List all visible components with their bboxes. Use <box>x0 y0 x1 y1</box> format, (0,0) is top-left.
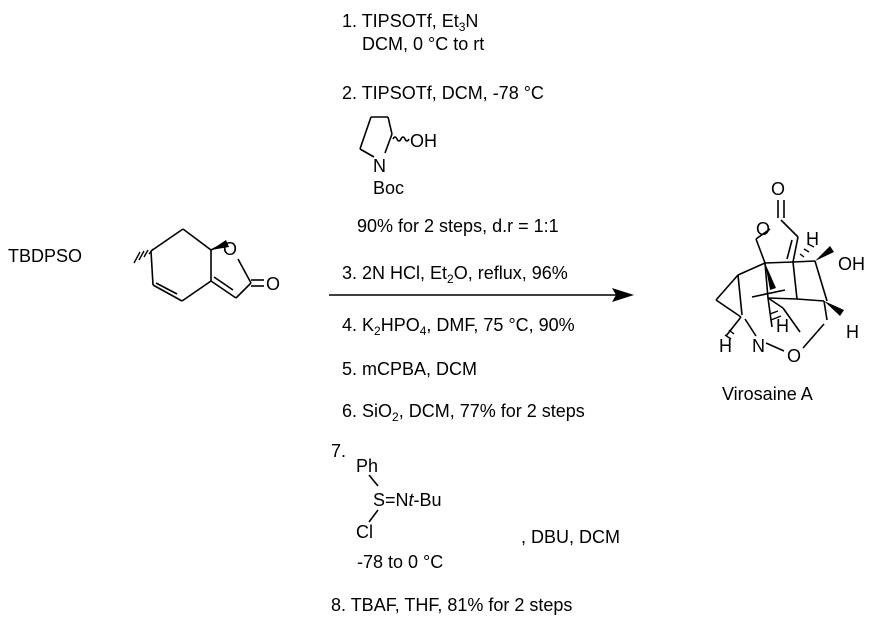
lactone-carbonyl-o: O <box>266 274 280 294</box>
step-6-conditions: 6. SiO2, DCM, 77% for 2 steps <box>342 401 585 424</box>
step-2-yield: 90% for 2 steps, d.r = 1:1 <box>357 216 559 236</box>
reagent-ph: Ph <box>356 456 378 476</box>
product-n: N <box>752 336 765 356</box>
step-2-reagents: 2. TIPSOTf, DCM, -78 °C <box>342 83 544 103</box>
starting-material-structure <box>150 228 264 302</box>
product-o-isoxazolidine: O <box>787 346 801 366</box>
reagent-cl: Cl <box>356 522 373 542</box>
product-name: Virosaine A <box>722 384 813 404</box>
step-1-reagents: 1. TIPSOTf, Et3N <box>342 11 479 34</box>
reaction-arrow <box>329 288 634 302</box>
product-h-middle: H <box>776 316 789 336</box>
step-7-conditions: , DBU, DCM <box>521 527 620 547</box>
stereo-wedge <box>815 246 834 261</box>
product-h-top: H <box>806 229 819 249</box>
tbdpso-label: TBDPSO <box>8 246 82 266</box>
product-h-right: H <box>846 322 859 342</box>
stereo-wedge <box>765 263 776 290</box>
product-oh: OH <box>838 254 865 274</box>
pyrrolidine-oh: OH <box>410 131 437 151</box>
step-1-conditions: DCM, 0 °C to rt <box>362 34 485 54</box>
stereo-hash-bond <box>133 248 154 264</box>
pyrrolidine-boc: Boc <box>373 178 404 198</box>
product-lactone-o: O <box>756 219 770 239</box>
step-7-number: 7. <box>331 441 347 461</box>
pyrrolidine-n: N <box>373 156 386 176</box>
product-h-left: H <box>719 336 732 356</box>
step-5-conditions: 5. mCPBA, DCM <box>342 359 478 379</box>
step-4-conditions: 4. K2HPO4, DMF, 75 °C, 90% <box>342 315 575 338</box>
step-8-conditions: 8. TBAF, THF, 81% for 2 steps <box>331 595 573 615</box>
step-7-temperature: -78 to 0 °C <box>357 552 444 572</box>
reagent-sulfinimidoyl: S=Nt-Bu <box>373 490 442 510</box>
stereo-wedge <box>824 301 844 316</box>
virosaine-a-structure <box>715 200 828 352</box>
step-3-conditions: 3. 2N HCl, Et2O, reflux, 96% <box>342 263 568 286</box>
lactone-ring-o: O <box>223 239 237 259</box>
pyrrolidine-structure <box>359 116 410 158</box>
product-carbonyl-o: O <box>771 179 785 199</box>
stereo-wedge <box>211 240 229 250</box>
stereo-hash-bond <box>724 243 815 340</box>
sulfinimidoyl-chloride-structure <box>368 474 379 523</box>
